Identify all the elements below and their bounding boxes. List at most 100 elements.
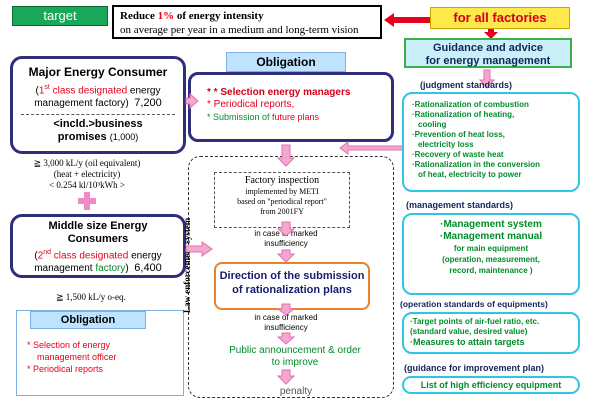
direction-line-2: of rationalization plans: [232, 284, 352, 296]
middle-factory-line: management factory) 6,400: [34, 262, 162, 275]
guidance-head-2: for energy management: [425, 55, 551, 67]
insufficiency-1a: in case of marked: [254, 229, 318, 238]
major-promises-line: promises (1,000): [13, 131, 183, 144]
arrow-guidance-to-law-icon: [339, 141, 405, 155]
middle-class-tail: energy: [128, 250, 162, 262]
obligation-mid-item-3-pre: * Submission of: [207, 112, 273, 122]
improvement-plan-label: (guidance for improvement plan): [404, 363, 545, 373]
obligation-mid-item-1: * * Selection energy managers: [207, 87, 351, 98]
direction-submission-box: Direction of the submission of rationali…: [214, 262, 370, 310]
judgment-item: ·Prevention of heat loss,: [412, 130, 505, 139]
major-threshold-1: ≧ 3,000 kL/y (oil equivalent): [33, 158, 141, 168]
major-factory: management factory): [34, 98, 129, 110]
judgment-item: cooling: [418, 120, 447, 129]
obligation-mid-item-2: * Periodical reports,: [207, 99, 295, 110]
middle-class-num: 2: [37, 250, 44, 262]
middle-class-rest: class designated: [51, 250, 129, 262]
target-tab: target: [12, 6, 108, 26]
penalty-label: penalty: [279, 386, 313, 397]
down-arrow-icon: [484, 29, 498, 39]
plus-icon: [78, 192, 96, 210]
judgment-item: ·Rationalization of combustion: [412, 100, 529, 109]
public-line-2: to improve: [271, 357, 319, 368]
management-item-4: (operation, measurement,: [442, 255, 540, 264]
judgment-standards-box: ·Rationalization of combustion·Rationali…: [402, 92, 580, 192]
insufficiency-1b: insufficiency: [264, 239, 308, 248]
target-line-2: on average per year in a medium and long…: [120, 24, 359, 36]
judgment-item: of heat, electricity to power: [418, 170, 522, 179]
target-box: Reduce 1% of energy intensity on average…: [112, 5, 382, 39]
management-item-5: record, maintenance ): [449, 266, 533, 275]
operation-standards-label: (operation standards of equipments): [400, 299, 548, 309]
operation-item-3: ·Measures to attain targets: [410, 337, 525, 347]
major-threshold-2: (heat + electricity): [53, 169, 121, 179]
management-item-1: ·Management system: [440, 219, 542, 230]
major-class-tail: energy: [127, 85, 161, 97]
public-line-1: Public announcement & order: [229, 345, 361, 356]
management-standards-box: ·Management system ·Management manual fo…: [402, 213, 580, 295]
inspection-line-2: implemented by METI: [245, 187, 319, 196]
target-text-pre: Reduce: [120, 10, 158, 22]
judgment-item: ·Rationalization in the conversion: [412, 160, 541, 169]
factory-inspection-box: Factory inspection implemented by METI b…: [214, 172, 350, 228]
target-percent: 1%: [157, 10, 175, 22]
insufficiency-note-1: in case of marked insufficiency: [226, 229, 346, 249]
operation-standards-box: ·Target points of air-fuel ratio, etc. (…: [402, 312, 580, 354]
major-incld-line: <incld.>business: [53, 118, 143, 131]
major-class-num: 1: [38, 85, 45, 97]
middle-factory-pre: management: [34, 263, 96, 275]
obligation-left-item-1b: management officer: [37, 352, 117, 362]
obligation-mid-box: * * Selection energy managers * Periodic…: [188, 72, 394, 142]
insufficiency-2b: insufficiency: [264, 323, 308, 332]
judgment-item: electricity loss: [418, 140, 474, 149]
judgment-standards-label: (judgment standards): [420, 80, 513, 90]
judgment-item: ·Rationalization of heating,: [412, 110, 515, 119]
major-factory-line: management factory) 7,200: [13, 97, 183, 110]
obligation-left-item-2: * Periodical reports: [27, 364, 104, 374]
obligation-left-heading: Obligation: [30, 311, 146, 329]
management-item-3: for main equipment: [453, 244, 529, 253]
middle-count: 6,400: [134, 262, 162, 275]
middle-class-line: (2nd class designated energy: [34, 249, 162, 262]
major-class-line: (1st class designated energy: [35, 84, 161, 97]
target-line-1: Reduce 1% of energy intensity: [120, 9, 374, 23]
major-promises: promises: [57, 131, 107, 144]
public-announcement: Public announcement & order to improve: [210, 345, 380, 369]
judgment-item: ·Recovery of waste heat: [412, 150, 504, 159]
left-arrow-icon: [384, 13, 430, 27]
operation-item-1: ·Target points of air-fuel ratio, etc.: [410, 317, 540, 326]
obligation-mid-item-1-text: * Selection energy managers: [213, 87, 351, 98]
inspection-title: Factory inspection: [244, 175, 320, 186]
middle-factory: factory: [95, 263, 126, 275]
obligation-mid-item-3-post: future plans: [272, 112, 320, 122]
operation-item-2: (standard value, desired value): [410, 327, 528, 336]
insufficiency-note-2: in case of marked insufficiency: [226, 313, 346, 333]
major-title: Major Energy Consumer: [28, 65, 168, 79]
guidance-head-1: Guidance and advice: [432, 42, 544, 54]
inspection-line-4: from 2001FY: [260, 207, 304, 216]
improvement-plan-box: List of high efficiency equipment: [402, 376, 580, 394]
guidance-header: Guidance and advice for energy managemen…: [404, 38, 572, 68]
major-threshold-3: < 0.254 kl/10³kWh >: [49, 180, 125, 190]
middle-title-2: Consumers: [67, 233, 129, 245]
middle-energy-consumer-box: Middle size Energy Consumers (2nd class …: [10, 214, 186, 278]
direction-line-1: Direction of the submission: [219, 270, 365, 282]
target-text-post: of energy intensity: [174, 10, 264, 22]
middle-title-1: Middle size Energy: [48, 220, 148, 232]
inspection-line-3: based on "periodical report": [237, 197, 327, 206]
obligation-mid-heading: Obligation: [226, 52, 346, 72]
major-threshold: ≧ 3,000 kL/y (oil equivalent) (heat + el…: [12, 158, 162, 191]
factories-box: for all factories: [430, 7, 570, 29]
insufficiency-2a: in case of marked: [254, 313, 318, 322]
major-energy-consumer-box: Major Energy Consumer (1st class designa…: [10, 56, 186, 154]
major-promises-count: (1,000): [109, 132, 139, 143]
obligation-left-item-1: * Selection of energy: [27, 340, 111, 350]
major-count: 7,200: [134, 97, 162, 110]
major-class-sup: st: [44, 84, 50, 91]
middle-class-sup: nd: [43, 249, 52, 256]
major-class-rest: class designated: [49, 85, 128, 97]
obligation-mid-item-3: * Submission of future plans: [207, 111, 350, 123]
middle-threshold: ≧ 1,500 kL/y o-eq.: [56, 292, 126, 302]
management-item-2: ·Management manual: [439, 231, 543, 242]
management-standards-label: (management standards): [406, 200, 514, 210]
